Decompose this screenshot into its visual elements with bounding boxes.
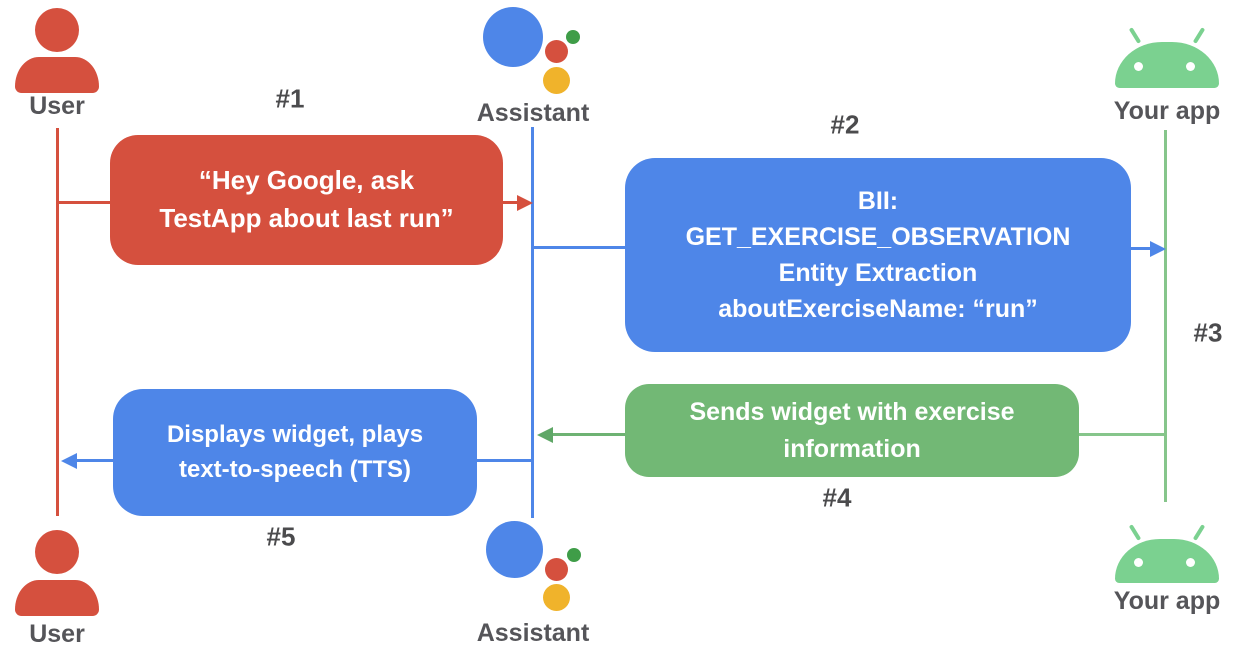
assistant-lifeline	[531, 127, 534, 518]
step-3-label: #3	[1193, 317, 1223, 348]
step-5-label: #5	[266, 521, 296, 552]
message-5-connector	[453, 459, 532, 462]
message-4-box: Sends widget with exercise information	[625, 384, 1079, 477]
message-5-arrow-shaft	[77, 459, 113, 462]
actor-label-app-top: Your app	[1113, 97, 1221, 125]
message-5-box: Displays widget, plays text-to-speech (T…	[113, 389, 477, 516]
step-4-label: #4	[822, 482, 852, 513]
actor-label-app-bottom: Your app	[1113, 587, 1221, 615]
message-4-arrow-shaft	[552, 433, 625, 436]
step-1-label: #1	[275, 83, 305, 114]
step-2-label: #2	[830, 109, 860, 140]
app-lifeline	[1164, 130, 1167, 502]
actor-label-assistant-top: Assistant	[476, 99, 590, 127]
actor-label-user-top: User	[29, 92, 85, 120]
arrow-right-icon	[517, 195, 533, 211]
message-2-connector	[533, 246, 625, 249]
message-1-connector	[57, 201, 110, 204]
user-lifeline	[56, 128, 59, 516]
arrow-left-icon	[61, 453, 77, 469]
arrow-left-icon	[537, 427, 553, 443]
actor-label-assistant-bottom: Assistant	[476, 619, 590, 647]
message-2-box: BII: GET_EXERCISE_OBSERVATION Entity Ext…	[625, 158, 1131, 352]
message-1-box: “Hey Google, ask TestApp about last run”	[110, 135, 503, 265]
message-2-arrow-shaft	[1103, 247, 1151, 250]
actor-label-user-bottom: User	[29, 620, 85, 648]
message-1-arrow-shaft	[467, 201, 518, 204]
arrow-right-icon	[1150, 241, 1166, 257]
message-4-connector	[1047, 433, 1165, 436]
